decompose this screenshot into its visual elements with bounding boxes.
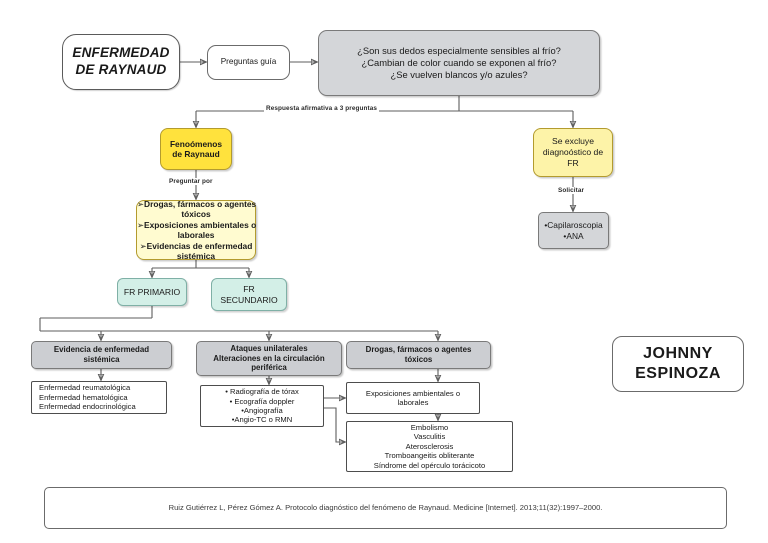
- node-drogas-farmacos-agentes-toxicos[interactable]: Drogas, fármacos o agentes tóxicos: [346, 341, 491, 369]
- edge-label-request: Solicitar: [556, 187, 587, 194]
- node-author-name[interactable]: JOHNNY ESPINOZA: [612, 336, 744, 392]
- node-lines: FR PRIMARIO: [123, 286, 181, 297]
- node-lines: Fenoómenos de Raynaud: [169, 138, 223, 160]
- node-solicitar-pruebas[interactable]: •Capilaroscopia •ANA: [538, 212, 609, 249]
- node-screening-questions[interactable]: ¿Son sus dedos especialmente sensibles a…: [318, 30, 600, 96]
- node-se-excluye-diagnostico[interactable]: Se excluye diagnoóstico de FR: [533, 128, 613, 177]
- edge-label-affirmative: Respuesta afirmativa a 3 preguntas: [264, 105, 380, 112]
- node-fenomenos-de-raynaud[interactable]: Fenoómenos de Raynaud: [160, 128, 232, 170]
- node-ataques-unilaterales[interactable]: Ataques unilaterales Alteraciones en la …: [196, 341, 342, 376]
- node-lines: ➢Drogas, fármacos o agentes tóxicos ➢Exp…: [137, 198, 257, 262]
- node-citation[interactable]: Ruiz Gutiérrez L, Pérez Gómez A. Protoco…: [44, 487, 727, 529]
- node-preguntas-guia[interactable]: Preguntas guía: [207, 45, 290, 80]
- node-pruebas-imagen[interactable]: • Radiografía de tórax • Ecografía doppl…: [200, 385, 324, 427]
- node-lines: JOHNNY ESPINOZA: [635, 345, 721, 382]
- node-lines: FR SECUNDARIO: [220, 283, 278, 305]
- node-lines: ENFERMEDAD DE RAYNAUD: [72, 45, 170, 77]
- node-enfermedades-asociadas[interactable]: Enfermedad reumatológica Enfermedad hema…: [31, 381, 167, 414]
- node-lines: Preguntas guía: [220, 57, 277, 67]
- node-lines: Ataques unilaterales Alteraciones en la …: [213, 343, 325, 373]
- node-lines: Evidencia de enfermedad sistémica: [53, 345, 150, 364]
- node-lines: Enfermedad reumatológica Enfermedad hema…: [39, 383, 136, 412]
- node-lines: • Radiografía de tórax • Ecografía doppl…: [225, 387, 299, 425]
- node-lines: Exposiciones ambientales o laborales: [365, 388, 461, 407]
- node-lines: Embolismo Vasculitis Aterosclerosis Trom…: [373, 422, 486, 470]
- node-causas-vasculares[interactable]: Embolismo Vasculitis Aterosclerosis Trom…: [346, 421, 513, 472]
- node-lines: •Capilaroscopia •ANA: [544, 220, 603, 241]
- node-lines: Drogas, fármacos o agentes tóxicos: [365, 345, 472, 364]
- node-enfermedad-de-raynaud[interactable]: ENFERMEDAD DE RAYNAUD: [62, 34, 180, 90]
- node-lines: ¿Son sus dedos especialmente sensibles a…: [357, 45, 561, 80]
- edge-label-ask-for: Preguntar por: [167, 178, 215, 185]
- node-exposiciones-ambientales[interactable]: Exposiciones ambientales o laborales: [346, 382, 480, 414]
- node-preguntar-por-list[interactable]: ➢Drogas, fármacos o agentes tóxicos ➢Exp…: [136, 198, 257, 262]
- node-fr-secundario[interactable]: FR SECUNDARIO: [211, 278, 287, 311]
- node-lines: Se excluye diagnoóstico de FR: [542, 136, 604, 168]
- node-fr-primario[interactable]: FR PRIMARIO: [117, 278, 187, 306]
- node-evidencia-enfermedad-sistemica[interactable]: Evidencia de enfermedad sistémica: [31, 341, 172, 369]
- node-lines: Ruiz Gutiérrez L, Pérez Gómez A. Protoco…: [168, 503, 603, 513]
